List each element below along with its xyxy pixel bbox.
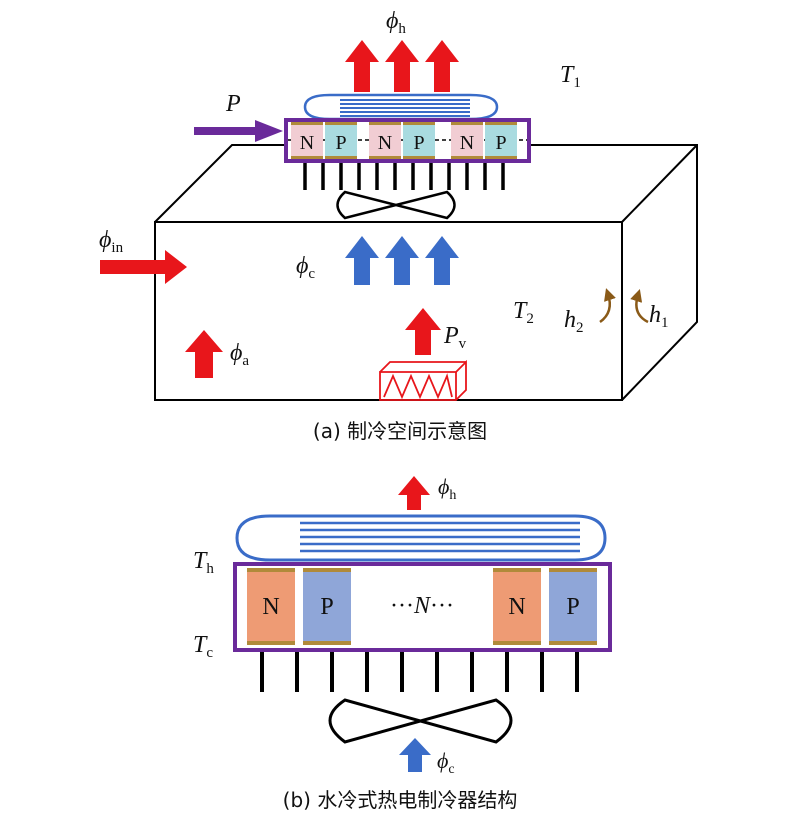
heat-rejection-arrows-a: [345, 40, 459, 92]
panel-b: N P N P ···N··· ϕh Th Tc ϕc (b) 水冷式热电制冷器结构: [193, 474, 612, 812]
leg-label: N: [508, 594, 525, 620]
label-Th: Th: [193, 548, 214, 577]
label-phi-c-a: ϕc: [296, 253, 315, 282]
air-heat-arrow: [185, 330, 223, 378]
label-phi-c-b: ϕc: [437, 748, 455, 777]
label-Pv: Pv: [443, 323, 467, 352]
label-Tc: Tc: [193, 632, 213, 661]
fan-icon: [328, 698, 513, 744]
water-heat-exchanger-a: [303, 93, 499, 121]
leg-p-a: P: [325, 122, 357, 159]
fan-icon: [336, 190, 456, 220]
label-T2: T2: [513, 298, 534, 327]
leg-label: P: [320, 594, 333, 620]
label-T1: T1: [560, 62, 581, 91]
label-P: P: [225, 91, 241, 117]
leg-label: N: [378, 132, 392, 154]
power-input-arrow: [194, 120, 283, 142]
water-heat-exchanger-b: [235, 514, 607, 562]
leg-n-b: N: [247, 568, 295, 645]
leg-label: P: [566, 594, 579, 620]
leg-p-a: P: [403, 122, 435, 159]
h1-curved-arrow: [630, 289, 649, 324]
heater-power-arrow: [405, 308, 441, 355]
heat-sink-fins-a: [303, 162, 505, 190]
h2-curved-arrow: [599, 288, 616, 324]
leg-label: N: [262, 594, 279, 620]
leg-label: P: [495, 132, 506, 154]
caption-b: (b) 水冷式热电制冷器结构: [283, 788, 518, 812]
heat-rejection-arrow-b: [398, 476, 430, 510]
heat-input-arrow: [100, 250, 187, 284]
heater-icon: [379, 359, 467, 401]
leg-p-a: P: [485, 122, 517, 159]
label-phi-a: ϕa: [230, 340, 249, 369]
label-phi-in: ϕin: [99, 227, 124, 256]
cooling-arrow-b: [399, 738, 431, 772]
leg-p-b: P: [549, 568, 597, 645]
leg-label: N: [460, 132, 474, 154]
cooling-arrows-a: [345, 236, 459, 285]
leg-p-b: P: [303, 568, 351, 645]
leg-n-a: N: [451, 122, 483, 159]
label-h1: h1: [649, 302, 669, 331]
tec-module-b: N P N P ···N···: [233, 562, 612, 652]
leg-label: P: [335, 132, 346, 154]
legs-ellipsis: ···N···: [390, 593, 454, 619]
leg-n-b: N: [493, 568, 541, 645]
label-h2: h2: [564, 307, 584, 336]
label-phi-h-a: ϕh: [386, 8, 406, 37]
leg-n-a: N: [369, 122, 401, 159]
caption-a: (a) 制冷空间示意图: [313, 419, 487, 443]
leg-label: P: [413, 132, 424, 154]
label-phi-h-b: ϕh: [438, 474, 456, 503]
leg-label: N: [300, 132, 314, 154]
leg-n-a: N: [291, 122, 323, 159]
heat-sink-fins-b: [260, 652, 579, 692]
